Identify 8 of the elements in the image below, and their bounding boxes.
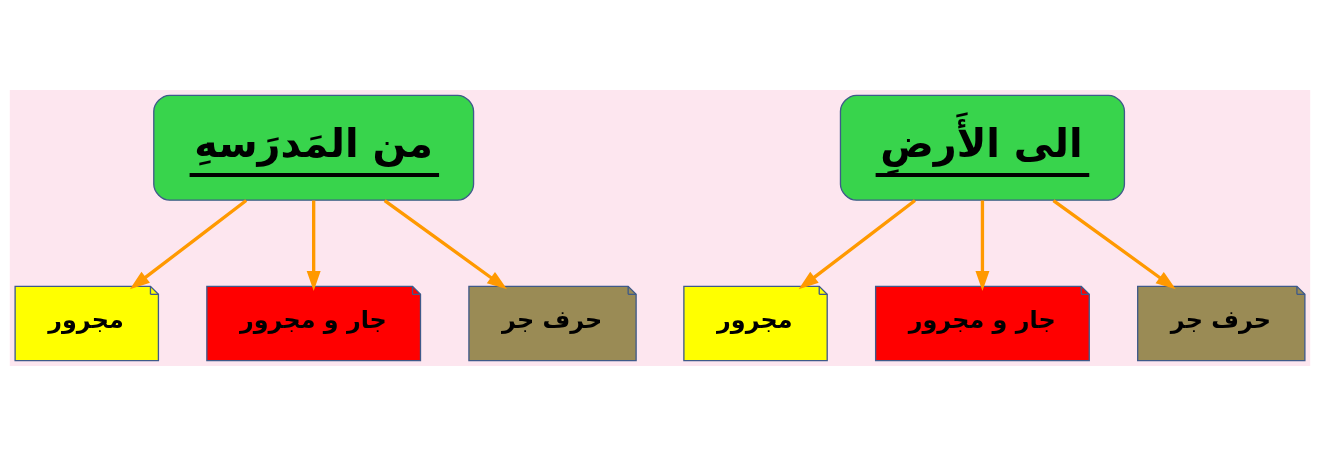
arrow xyxy=(975,200,990,291)
arrow xyxy=(129,198,248,289)
arrow xyxy=(1052,198,1176,289)
node-box: من المَدرَسهِ xyxy=(153,94,475,201)
arrow xyxy=(383,198,508,289)
node-box: الى الأَرضِ xyxy=(839,94,1126,201)
arrow xyxy=(798,198,916,289)
arrow xyxy=(306,200,321,291)
